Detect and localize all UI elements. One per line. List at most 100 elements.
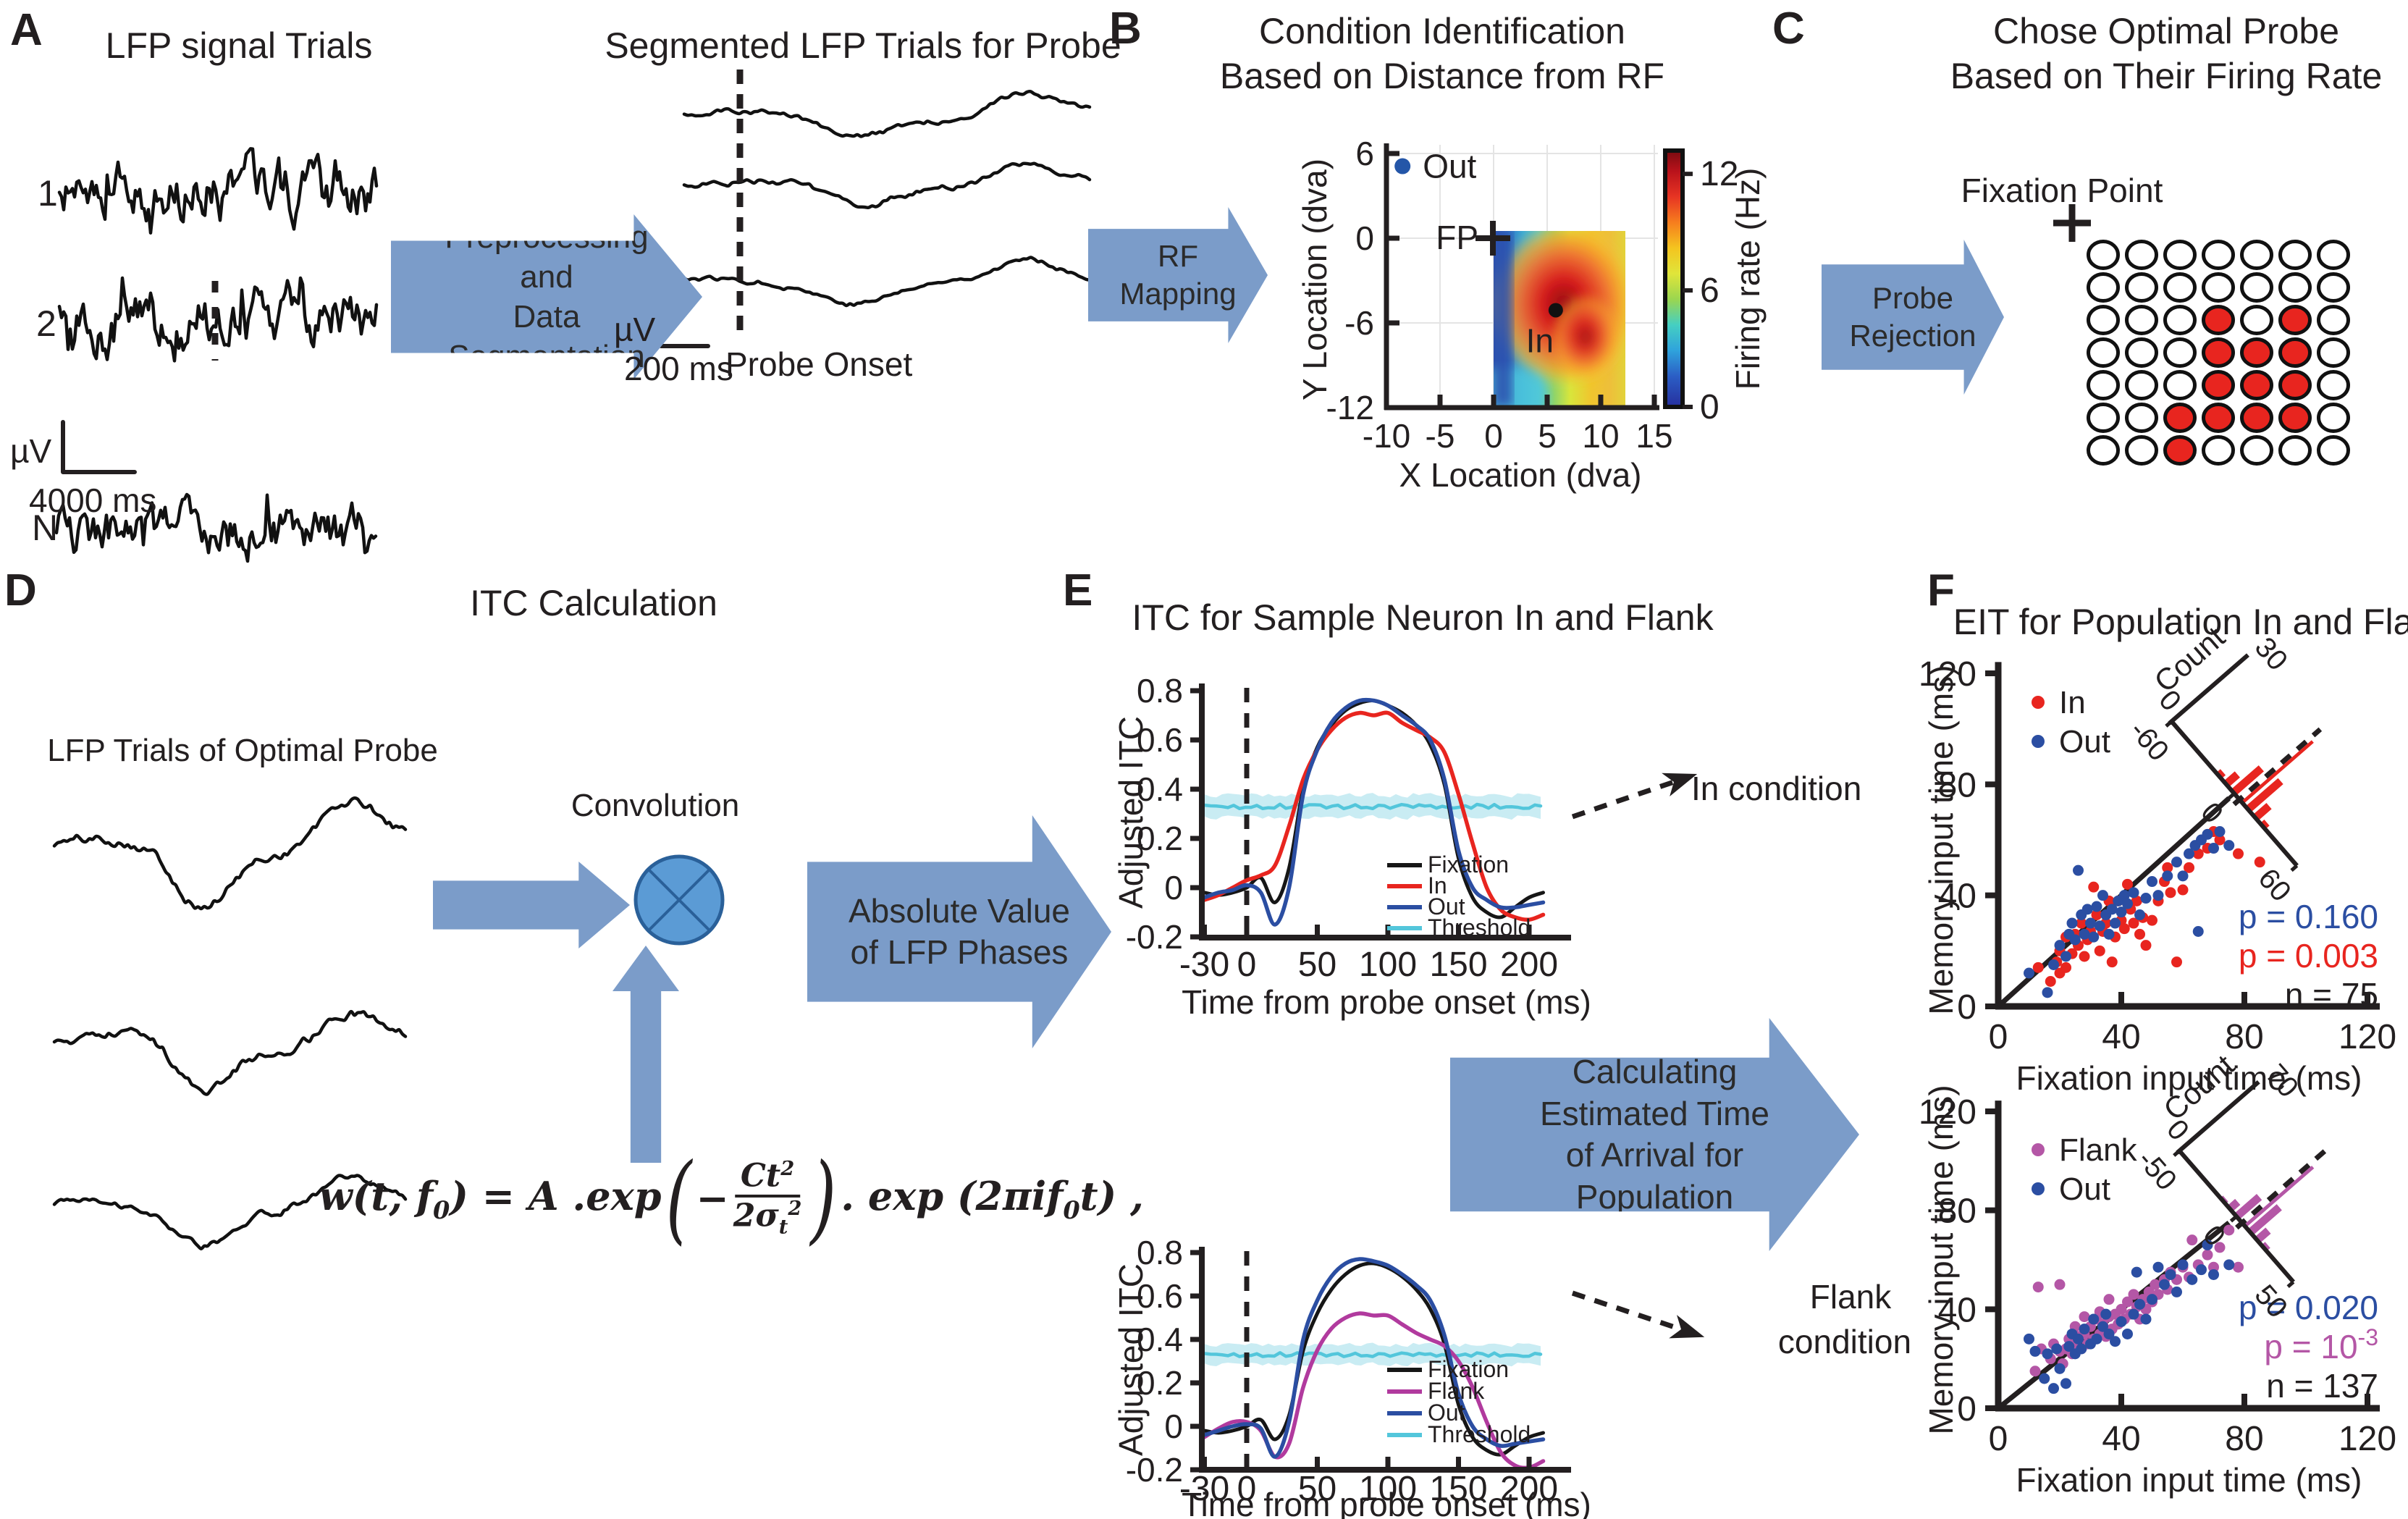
scatter-point-in (2106, 956, 2118, 968)
scatter-point-flank (2208, 1261, 2219, 1273)
probe-circle (2125, 403, 2158, 433)
eta-population-arrow-text: Calculating Estimated Time of Arrival fo… (1495, 1051, 1814, 1218)
scatter-point-out (2024, 1333, 2034, 1345)
probe-circle (2125, 370, 2158, 400)
panel-c-title-2: Based on Their Firing Rate (1950, 56, 2383, 96)
e-y-tick: 0.4 (1137, 1321, 1183, 1358)
rf-mapping-arrow-text: RF Mapping (1119, 238, 1237, 311)
probe-circle (2163, 305, 2197, 335)
colorbar-tick: 12 (1700, 155, 1738, 193)
line (2286, 1280, 2295, 1289)
in-condition-arrow-dash (1571, 779, 1675, 820)
formula-paren-close: ) (810, 1142, 837, 1255)
f-y-tick: 0 (1957, 988, 1977, 1027)
probe-circle (2202, 272, 2235, 303)
optimal-probe-traces-label: LFP Trials of Optimal Probe (47, 733, 438, 768)
e-y-tick: 0.4 (1137, 770, 1183, 808)
scatter-point-in (2184, 862, 2194, 873)
fixation-point-label: Fixation Point (1961, 172, 2163, 209)
e-y-label: Adjusted ITC (1112, 716, 1150, 909)
scatter-point-out (2147, 876, 2157, 888)
scatter-point-flank (2223, 1224, 2235, 1236)
f-legend-dot (2032, 735, 2045, 748)
b-y-tick: 0 (1355, 219, 1374, 257)
b-x-tick: -5 (1426, 417, 1455, 455)
x-scale-label: 4000 ms (29, 481, 157, 519)
scatter-point-in (2177, 884, 2189, 896)
e-x-tick: 50 (1298, 1470, 1336, 1508)
scatter-point-out (2094, 920, 2105, 932)
probe-circle-selected (2240, 337, 2273, 368)
probe-circle (2163, 370, 2197, 400)
formula-denominator: 2σt2 (733, 1197, 802, 1239)
scatter-point-out (2066, 917, 2078, 929)
panel-b-title-2: Based on Distance from RF (1219, 56, 1665, 96)
e-y-tick: -0.2 (1126, 918, 1183, 956)
scatter-point-out (2091, 1333, 2102, 1345)
scatter-point-out (2116, 1316, 2127, 1327)
panel-c-title-1: Chose Optimal Probe (1992, 11, 2340, 51)
f-y-tick: 40 (1938, 1291, 1977, 1329)
probe-circle (2163, 272, 2197, 303)
line (2173, 1149, 2181, 1157)
e-x-label: Time from probe onset (ms) (1182, 983, 1591, 1021)
e-y-tick: 0.6 (1137, 721, 1183, 759)
probe-circle (2202, 240, 2235, 270)
panel-e-title: ITC for Sample Neuron In and Flank (1132, 597, 1714, 638)
scatter-point-out (2147, 1294, 2157, 1305)
trial-label-n: N (32, 508, 59, 548)
scatter-point-out (2054, 1363, 2066, 1374)
probe-circle-selected (2202, 370, 2235, 400)
scatter-point-out (2073, 864, 2084, 876)
scatter-point-out (2042, 1348, 2053, 1360)
segmented-title: Segmented LFP Trials for Probe (605, 25, 1121, 66)
f-x-label: Fixation input time (ms) (2016, 1461, 2362, 1499)
formula-fraction: Ct2 2σt2 (733, 1157, 802, 1239)
legend-label: Threshold (1428, 1421, 1531, 1447)
e-y-tick: 0 (1164, 869, 1183, 906)
scatter-point-flank (2122, 1296, 2133, 1308)
legend-label: Out (1428, 893, 1465, 920)
scatter-point-out (2159, 1279, 2170, 1290)
probe-circle (2202, 435, 2235, 466)
probe-circle (2125, 240, 2158, 270)
f-y-tick: 120 (1919, 1093, 1977, 1132)
scatter-point-flank (2233, 1261, 2244, 1273)
f-legend-dot (2032, 1182, 2045, 1195)
in-marker-label: In (1526, 321, 1554, 359)
inset-mean-dash (2232, 727, 2323, 807)
probe-circle (2240, 240, 2273, 270)
probe-circle (2317, 337, 2350, 368)
stat-text: n = 137 (2266, 1367, 2378, 1405)
probe-circle-selected (2202, 403, 2235, 433)
formula-paren-open: ( (665, 1142, 692, 1255)
colorbar-tick: 6 (1700, 272, 1719, 310)
y-scale-label: µV (10, 432, 52, 470)
itc-curve-out (1202, 697, 1546, 927)
rf-mapping-arrow: RF Mapping (1088, 207, 1268, 343)
f-y-label: Memory input time (ms) (1922, 665, 1960, 1014)
scatter-point-out (2214, 826, 2226, 838)
itc-curve-out (1202, 1257, 1546, 1459)
scatter-point-out (2076, 1343, 2087, 1355)
lfp-trace (52, 796, 408, 911)
f-x-tick: 0 (1989, 1420, 2008, 1458)
scatter-point-out (2152, 1261, 2164, 1273)
inset-diff-tick: -50 (2131, 1144, 2183, 1196)
convolution-label: Convolution (571, 788, 740, 823)
inset-mean-white (2232, 727, 2323, 807)
probe-circle (2163, 240, 2197, 270)
scatter-point-out (2106, 904, 2118, 915)
scatter-point-out (2042, 987, 2053, 998)
scatter-point-out (2122, 898, 2133, 909)
scatter-point-out (2073, 1333, 2084, 1345)
scatter-point-out (2081, 904, 2093, 915)
stat-text: p = 0.020 (2239, 1289, 2378, 1326)
panel-f-title: EIT for Population In and Flank (1953, 602, 2408, 642)
scatter-point-out (2088, 1313, 2100, 1325)
lfp-trace (682, 161, 1092, 210)
scatter-point-in (2147, 914, 2157, 926)
scatter-point-flank (2029, 1366, 2041, 1377)
probe-rejection-arrow-text: Probe Rejection (1842, 279, 1984, 355)
